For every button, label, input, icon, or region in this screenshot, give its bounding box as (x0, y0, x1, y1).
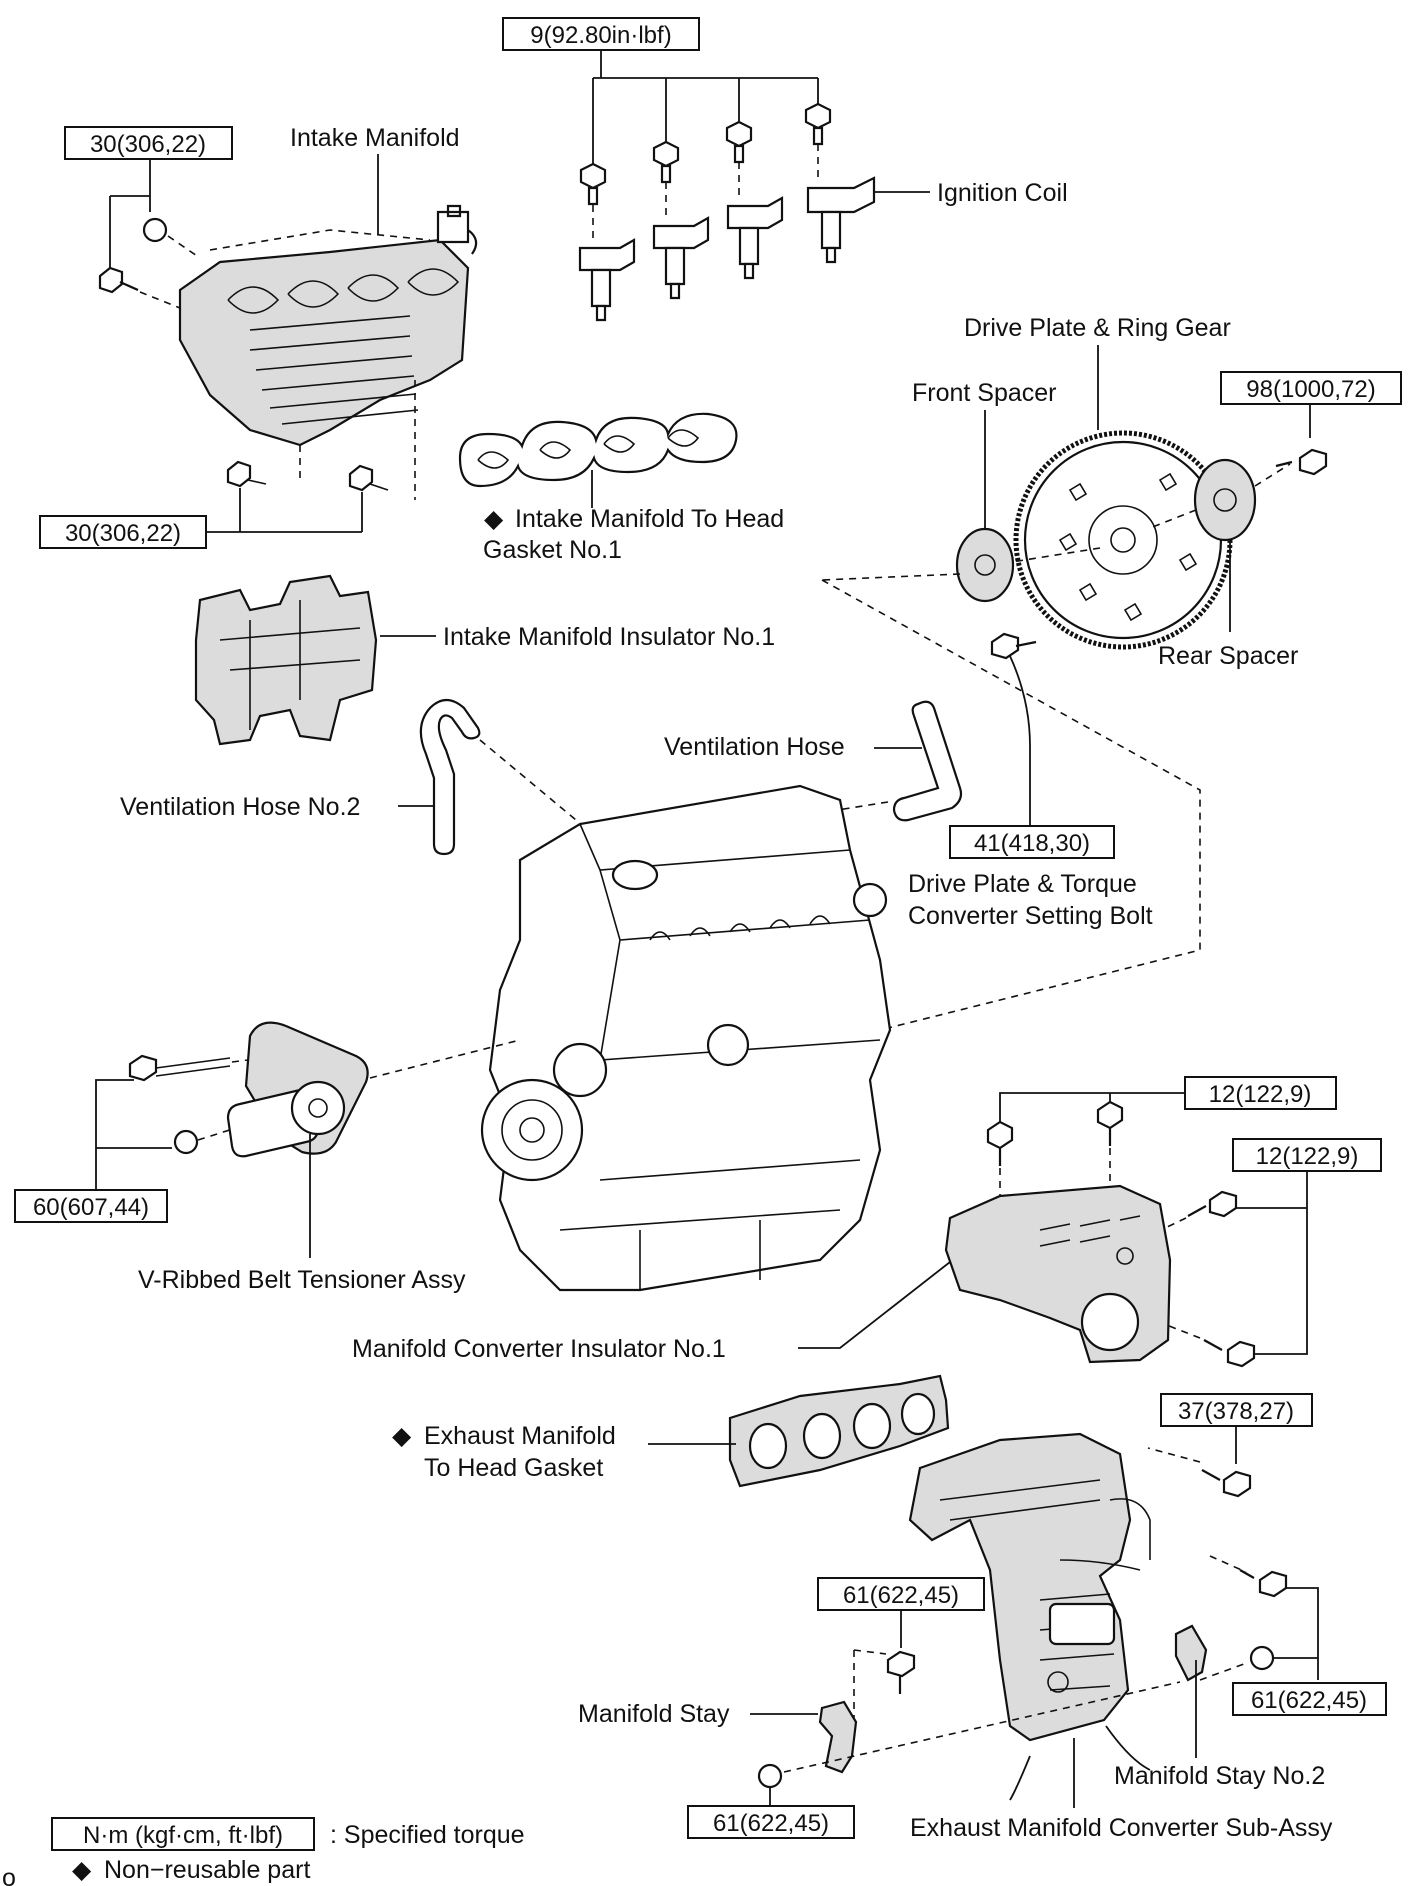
drive-plate-group: Drive Plate & Ring Gear Front Spacer 98(… (821, 314, 1402, 1031)
legend: N·m (kgf·cm, ft·lbf) : Specified torque … (2, 1817, 525, 1886)
intake-insulator-group: Intake Manifold Insulator No.1 (194, 574, 775, 746)
bolt-icon (1201, 1469, 1252, 1498)
torque-insulator-side: 12(122,9) (1256, 1143, 1359, 1170)
bolt-icon (226, 460, 389, 492)
torque-box-drive-plate (1220, 371, 1402, 405)
label-front-spacer: Front Spacer (912, 379, 1057, 407)
bolt-icon (128, 1054, 158, 1082)
torque-tensioner: 60(607,44) (33, 1194, 149, 1221)
label-setting-bolt-line1: Drive Plate & Torque (908, 870, 1137, 898)
legend-unit-text: N·m (kgf·cm, ft·lbf) (83, 1822, 283, 1849)
bolt-icon (1239, 1569, 1288, 1598)
bolt-icon (1275, 448, 1328, 476)
belt-tensioner-group: 60(607,44) V-Ribbed Belt Tensioner Assy (14, 1021, 521, 1294)
torque-intake-upper: 30(306,22) (90, 131, 206, 158)
nut-icon (757, 1763, 783, 1789)
nut-icon (1249, 1645, 1275, 1671)
torque-exhaust-top: 37(378,27) (1178, 1398, 1294, 1425)
torque-box-insulator-upper (1184, 1076, 1337, 1110)
exhaust-manifold-icon (908, 1432, 1132, 1742)
label-manifold-stay-no2: Manifold Stay No.2 (1114, 1762, 1325, 1790)
exhaust-gasket-group: ◆ Exhaust Manifold To Head Gasket (392, 1374, 950, 1488)
label-manifold-stay: Manifold Stay (578, 1700, 730, 1728)
hose-icon (419, 698, 481, 856)
torque-box-intake-lower (39, 515, 207, 549)
legend-unit-box (51, 1817, 315, 1851)
rear-spacer-icon (1193, 458, 1257, 542)
intake-manifold-icon (178, 238, 470, 447)
label-ventilation-hose-no2: Ventilation Hose No.2 (120, 793, 360, 821)
torque-insulator-upper: 12(122,9) (1209, 1081, 1312, 1108)
label-rear-spacer: Rear Spacer (1158, 642, 1298, 670)
label-setting-bolt-line2: Converter Setting Bolt (908, 902, 1153, 930)
label-gasket-line2: Gasket No.1 (483, 536, 622, 564)
ignition-coil-group: 9(92.80in·lbf) Ignition Coil (502, 17, 1068, 322)
hose-icon (892, 700, 963, 822)
torque-box-insulator-side (1232, 1138, 1382, 1172)
stay-no2-icon (1174, 1624, 1208, 1682)
label-ventilation-hose: Ventilation Hose (664, 733, 845, 761)
label-belt-tensioner: V-Ribbed Belt Tensioner Assy (138, 1266, 466, 1294)
bolt-icon (1187, 1190, 1238, 1218)
torque-stay-lower: 61(622,45) (713, 1810, 829, 1837)
label-intake-manifold: Intake Manifold (290, 124, 460, 152)
torque-ignition-coil: 9(92.80in·lbf) (530, 22, 671, 49)
label-insulator-no1: Intake Manifold Insulator No.1 (443, 623, 775, 651)
label-ignition-coil: Ignition Coil (937, 179, 1068, 207)
legend-unit-desc: : Specified torque (330, 1821, 525, 1849)
page-corner-mark: o (2, 1864, 16, 1886)
intake-manifold-group: 30(306,22) Intake Manifold 30(306,22) (39, 124, 478, 549)
torque-intake-lower: 30(306,22) (65, 520, 181, 547)
pulley-icon (290, 1080, 346, 1136)
label-gasket-line1: Intake Manifold To Head (515, 505, 784, 533)
non-reusable-marker: ◆ (72, 1856, 92, 1884)
torque-box-setting-bolt (949, 825, 1115, 859)
legend-non-reusable: Non−reusable part (104, 1856, 310, 1884)
torque-box-exhaust-right (1232, 1682, 1387, 1716)
nut-icon (142, 217, 168, 243)
torque-exhaust-right: 61(622,45) (1251, 1687, 1367, 1714)
bolt-icon (1203, 1339, 1256, 1368)
ignition-coil-icon (578, 176, 876, 322)
torque-box-stay-lower (687, 1805, 855, 1839)
non-reusable-marker: ◆ (392, 1422, 412, 1450)
label-exhaust-converter: Exhaust Manifold Converter Sub-Assy (910, 1814, 1333, 1842)
insulator-icon (194, 574, 378, 746)
bolt-icon (986, 1100, 1124, 1166)
bolt-icon (98, 266, 139, 294)
intake-gasket-group: ◆ Intake Manifold To Head Gasket No.1 (458, 412, 784, 564)
torque-box-ignition (502, 17, 700, 51)
torque-drive-plate: 98(1000,72) (1246, 376, 1375, 403)
torque-box-intake-upper (64, 126, 233, 160)
nut-icon (173, 1129, 199, 1155)
label-exhaust-gasket-line2: To Head Gasket (424, 1454, 603, 1482)
ventilation-hose-group: Ventilation Hose Ventilation Hose No.2 (120, 698, 963, 856)
torque-stay-upper: 61(622,45) (843, 1582, 959, 1609)
bolt-icon (579, 102, 832, 206)
insulator-no1-group: 12(122,9) 12(122,9) Manifold Converter I… (352, 1076, 1382, 1368)
torque-box-tensioner (14, 1189, 168, 1223)
exhaust-manifold-group: 37(378,27) Exhaust Manifold Converter Su… (578, 1393, 1387, 1842)
label-drive-plate: Drive Plate & Ring Gear (964, 314, 1231, 342)
stay-icon (818, 1700, 858, 1774)
bolt-icon (990, 632, 1037, 660)
non-reusable-marker: ◆ (484, 505, 504, 533)
label-exhaust-gasket-line1: Exhaust Manifold (424, 1422, 616, 1450)
engine-block-icon (480, 784, 892, 1292)
bolt-icon (886, 1650, 916, 1694)
label-converter-insulator: Manifold Converter Insulator No.1 (352, 1335, 726, 1363)
gasket-icon (458, 412, 738, 488)
torque-box-exhaust-top (1160, 1393, 1313, 1427)
heat-insulator-icon (944, 1184, 1172, 1364)
front-spacer-icon (955, 527, 1015, 603)
torque-setting-bolt: 41(418,30) (974, 830, 1090, 857)
